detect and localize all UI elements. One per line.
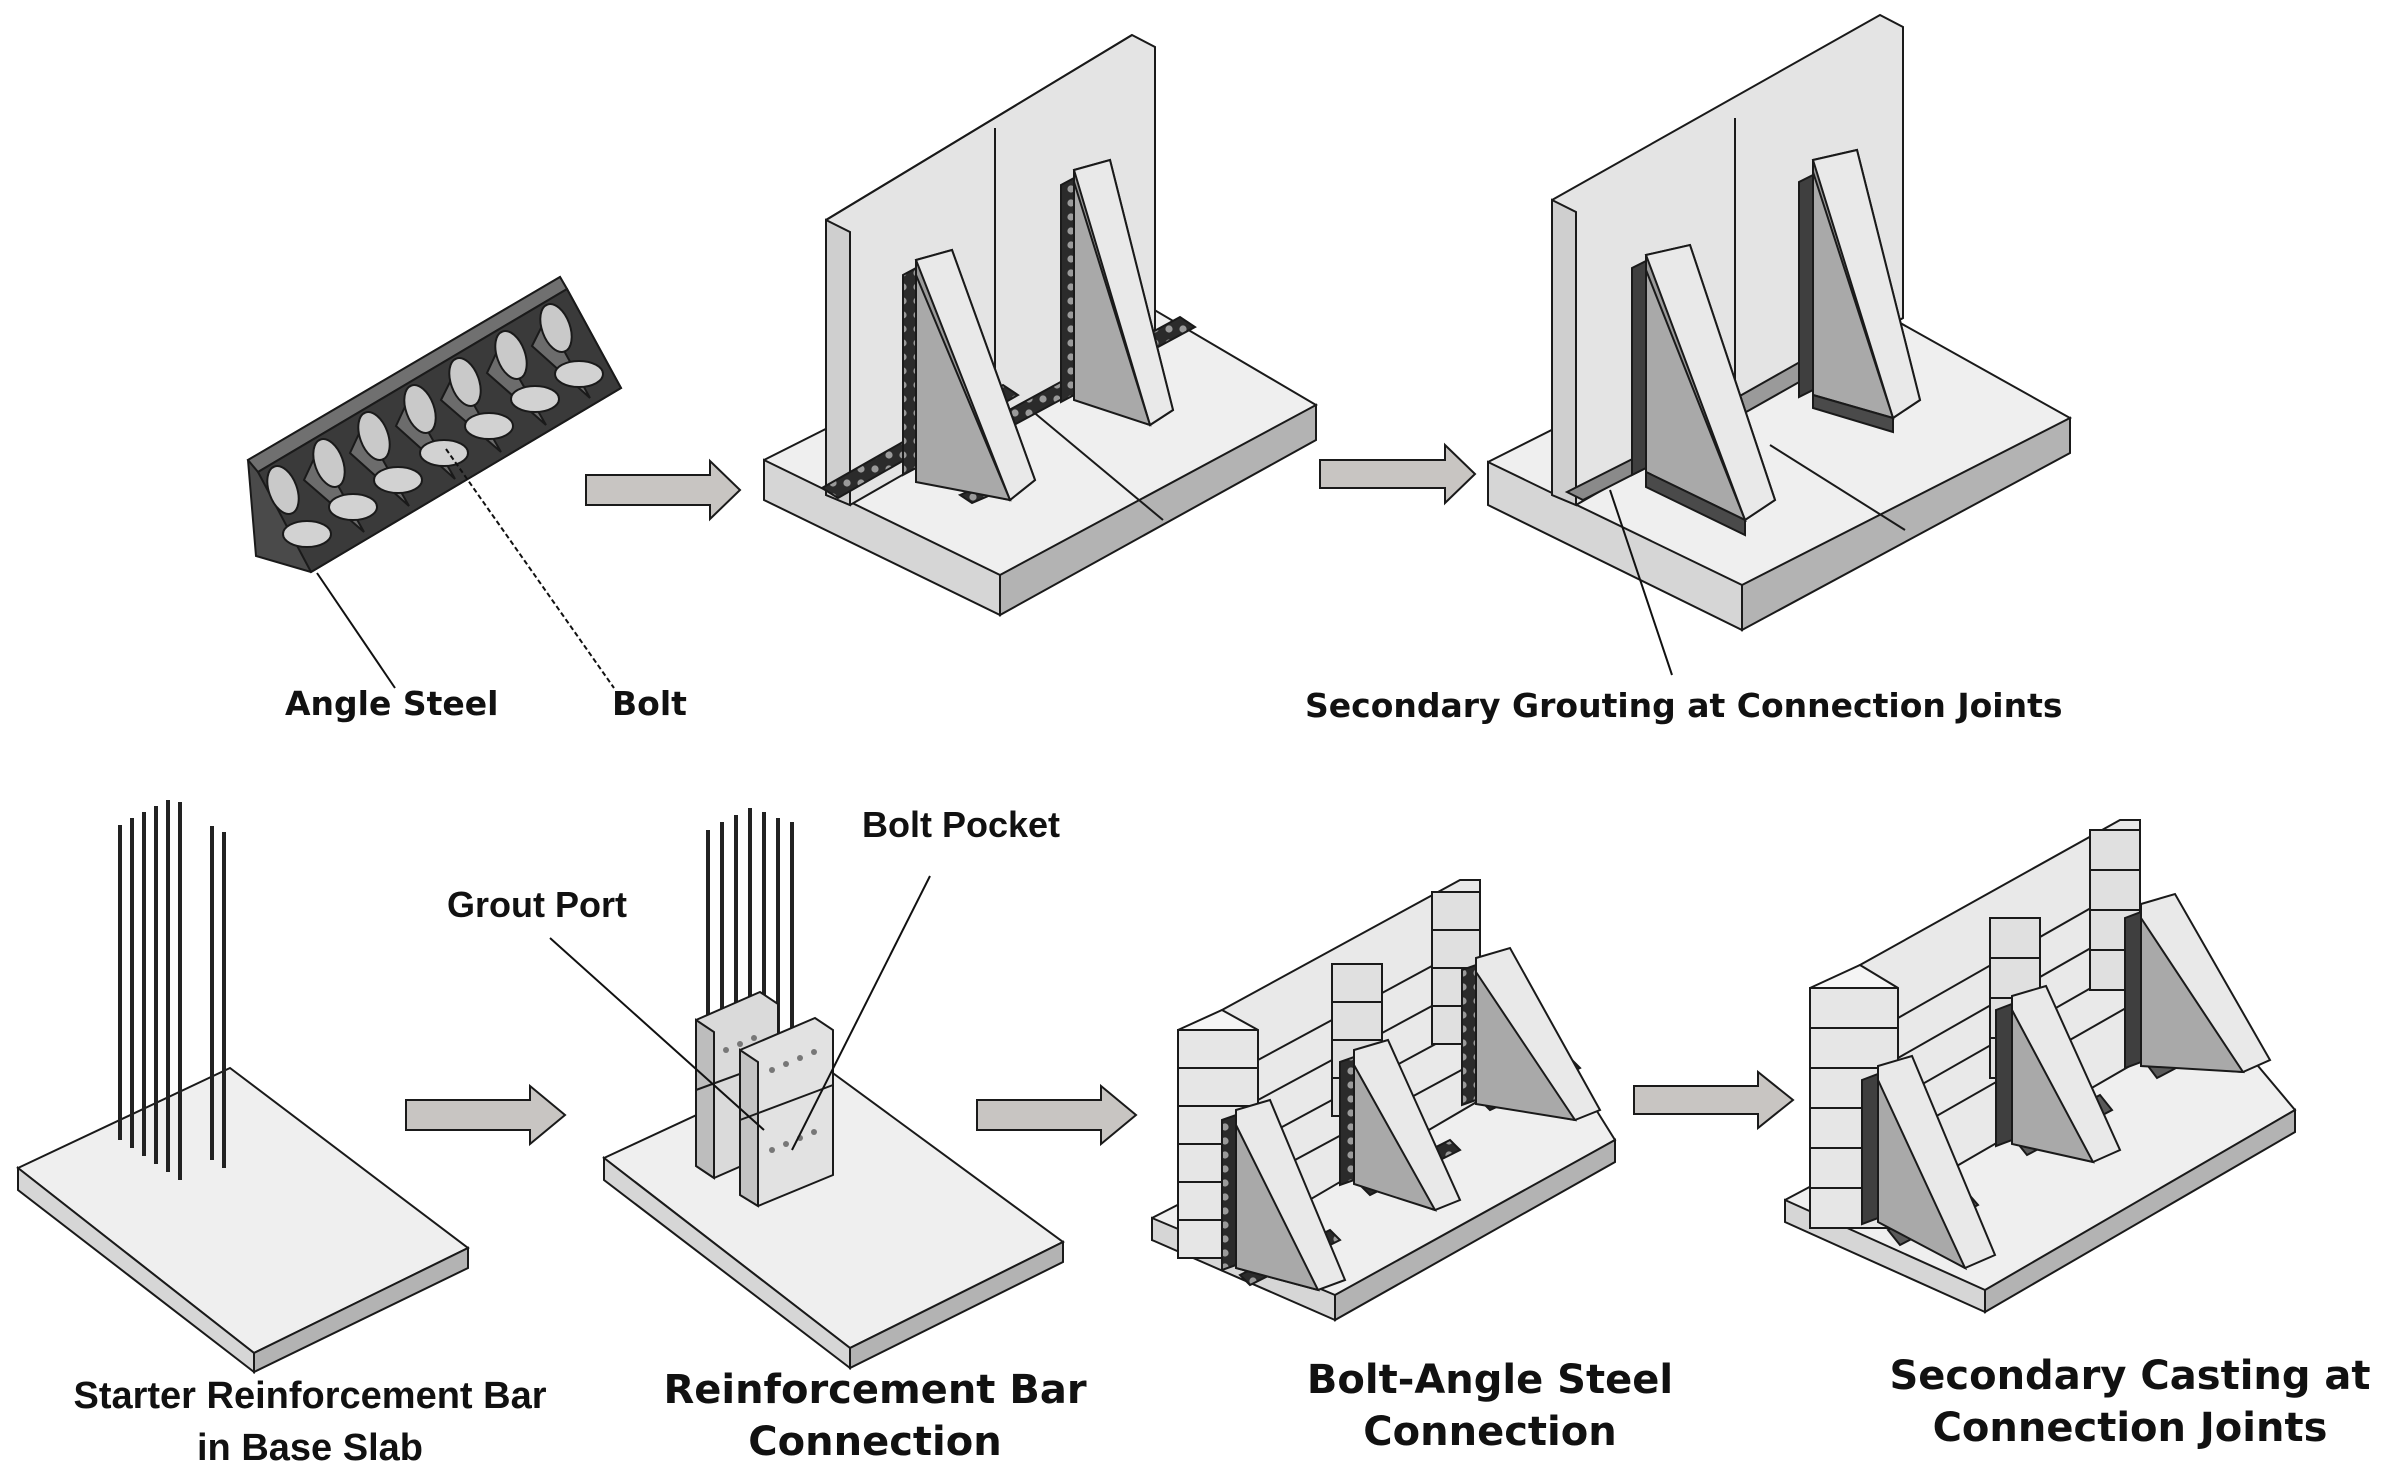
caption-starter-bars-line2: in Base Slab: [197, 1427, 423, 1469]
process-arrow-4: [976, 1083, 1138, 1147]
caption-bolt-angle: Bolt-Angle Steel Connection: [1250, 1354, 1730, 1458]
caption-secondary-casting: Secondary Casting at Connection Joints: [1880, 1350, 2380, 1454]
wall-assembly-bolted: [763, 33, 1318, 617]
process-arrow-2: [1319, 442, 1477, 506]
caption-rebar-connection-line1: Reinforcement Bar: [663, 1367, 1087, 1413]
caption-secondary-casting-line1: Secondary Casting at: [1889, 1353, 2371, 1399]
bolt-pocket-leader: [791, 875, 931, 1151]
caption-bolt-angle-line2: Connection: [1363, 1409, 1617, 1455]
process-arrow-1: [585, 458, 742, 522]
bolt-leader: [445, 448, 615, 689]
angle-steel-with-bolts: [246, 275, 623, 574]
angle-steel-leader: [316, 572, 396, 689]
wall-assembly-grouted: [1487, 13, 2073, 632]
caption-starter-bars: Starter Reinforcement Bar in Base Slab: [40, 1370, 580, 1474]
modular-wall-cast: [1784, 819, 2297, 1314]
caption-starter-bars-line1: Starter Reinforcement Bar: [73, 1375, 547, 1417]
caption-bolt-angle-line1: Bolt-Angle Steel: [1306, 1357, 1674, 1403]
bolt-label: Bolt: [612, 684, 687, 723]
modular-wall-bolted: [1151, 879, 1617, 1322]
caption-secondary-casting-line2: Connection Joints: [1932, 1405, 2328, 1451]
process-arrow-5: [1633, 1069, 1795, 1131]
grout-port-label: Grout Port: [447, 884, 627, 925]
grout-port-leader: [549, 937, 765, 1131]
caption-rebar-connection: Reinforcement Bar Connection: [640, 1364, 1110, 1468]
angle-steel-label: Angle Steel: [285, 684, 499, 723]
process-arrow-3: [405, 1083, 567, 1147]
caption-rebar-connection-line2: Connection: [748, 1419, 1002, 1465]
grouting-leader: [1609, 489, 1673, 676]
rebar-connection-assembly: [602, 808, 1065, 1371]
starter-bars-base-slab: [16, 800, 470, 1375]
bolt-pocket-label: Bolt Pocket: [862, 804, 1061, 845]
grouting-label: Secondary Grouting at Connection Joints: [1305, 686, 2063, 725]
